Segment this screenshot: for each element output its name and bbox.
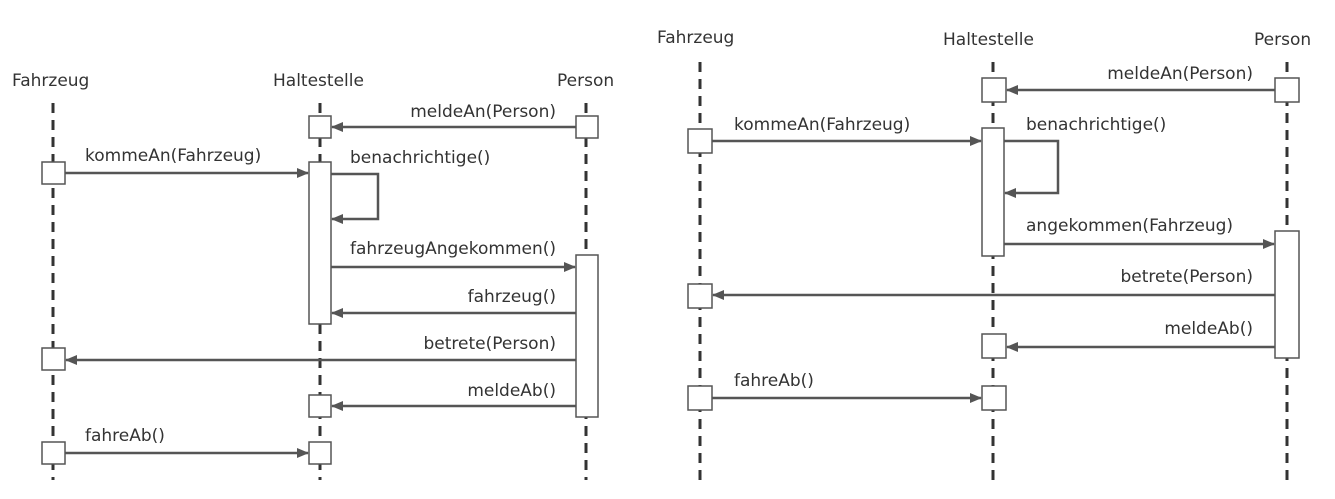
activation-fahrzeug-fahreab bbox=[41, 441, 66, 465]
message-label-meldeab: meldeAb() bbox=[467, 381, 556, 401]
message-label-benachrichtige: benachrichtige() bbox=[1026, 115, 1166, 135]
activation-person-meldean bbox=[575, 115, 599, 139]
message-label-fahreab: fahreAb() bbox=[85, 426, 165, 446]
activation-haltestelle-meldean bbox=[981, 77, 1007, 103]
participant-label-fahrzeug: Fahrzeug bbox=[657, 28, 734, 48]
message-label-angekommen: angekommen(Fahrzeug) bbox=[1026, 216, 1233, 236]
message-label-meldean: meldeAn(Person) bbox=[1107, 64, 1253, 84]
activation-fahrzeug-betrete bbox=[41, 347, 66, 371]
activation-haltestelle bbox=[981, 127, 1005, 257]
sequence-diagram-left: Fahrzeug Haltestelle Person meldeAn(Pers… bbox=[12, 71, 614, 480]
message-label-meldeab: meldeAb() bbox=[1164, 319, 1253, 339]
sequence-diagram-right: Fahrzeug Haltestelle Person meldeAn(Pers… bbox=[657, 28, 1311, 480]
activation-haltestelle-meldeab bbox=[981, 333, 1007, 359]
participant-label-haltestelle: Haltestelle bbox=[943, 30, 1034, 50]
activation-fahrzeug-kommean bbox=[41, 161, 66, 185]
message-label-betrete: betrete(Person) bbox=[423, 334, 556, 354]
message-arrow-benachrichtige bbox=[1004, 139, 1060, 198]
activation-fahrzeug-betrete bbox=[687, 283, 713, 309]
activation-haltestelle-meldean bbox=[308, 115, 332, 139]
participant-label-haltestelle: Haltestelle bbox=[273, 71, 364, 91]
activation-fahrzeug-kommean bbox=[687, 128, 713, 154]
activation-haltestelle-fahreab bbox=[981, 385, 1007, 411]
message-label-kommean: kommeAn(Fahrzeug) bbox=[734, 115, 910, 135]
message-label-meldean: meldeAn(Person) bbox=[410, 102, 556, 122]
participant-label-person: Person bbox=[1254, 30, 1311, 50]
participant-label-person: Person bbox=[557, 71, 614, 91]
message-label-benachrichtige: benachrichtige() bbox=[350, 148, 490, 168]
activation-person bbox=[1274, 230, 1300, 359]
message-label-fahrzeug: fahrzeug() bbox=[468, 287, 556, 307]
activation-person bbox=[575, 254, 599, 418]
participant-label-fahrzeug: Fahrzeug bbox=[12, 71, 89, 91]
activation-haltestelle-meldeab bbox=[308, 394, 332, 418]
activation-haltestelle bbox=[308, 161, 332, 325]
message-label-betrete: betrete(Person) bbox=[1120, 267, 1253, 287]
message-label-kommean: kommeAn(Fahrzeug) bbox=[85, 146, 261, 166]
message-arrow-benachrichtige bbox=[331, 172, 380, 224]
message-label-fahrzeugangekommen: fahrzeugAngekommen() bbox=[350, 239, 556, 259]
activation-fahrzeug-fahreab bbox=[687, 385, 713, 411]
message-label-fahreab: fahreAb() bbox=[734, 371, 814, 391]
activation-haltestelle-fahreab bbox=[308, 441, 332, 465]
activation-person-meldean bbox=[1274, 77, 1300, 103]
